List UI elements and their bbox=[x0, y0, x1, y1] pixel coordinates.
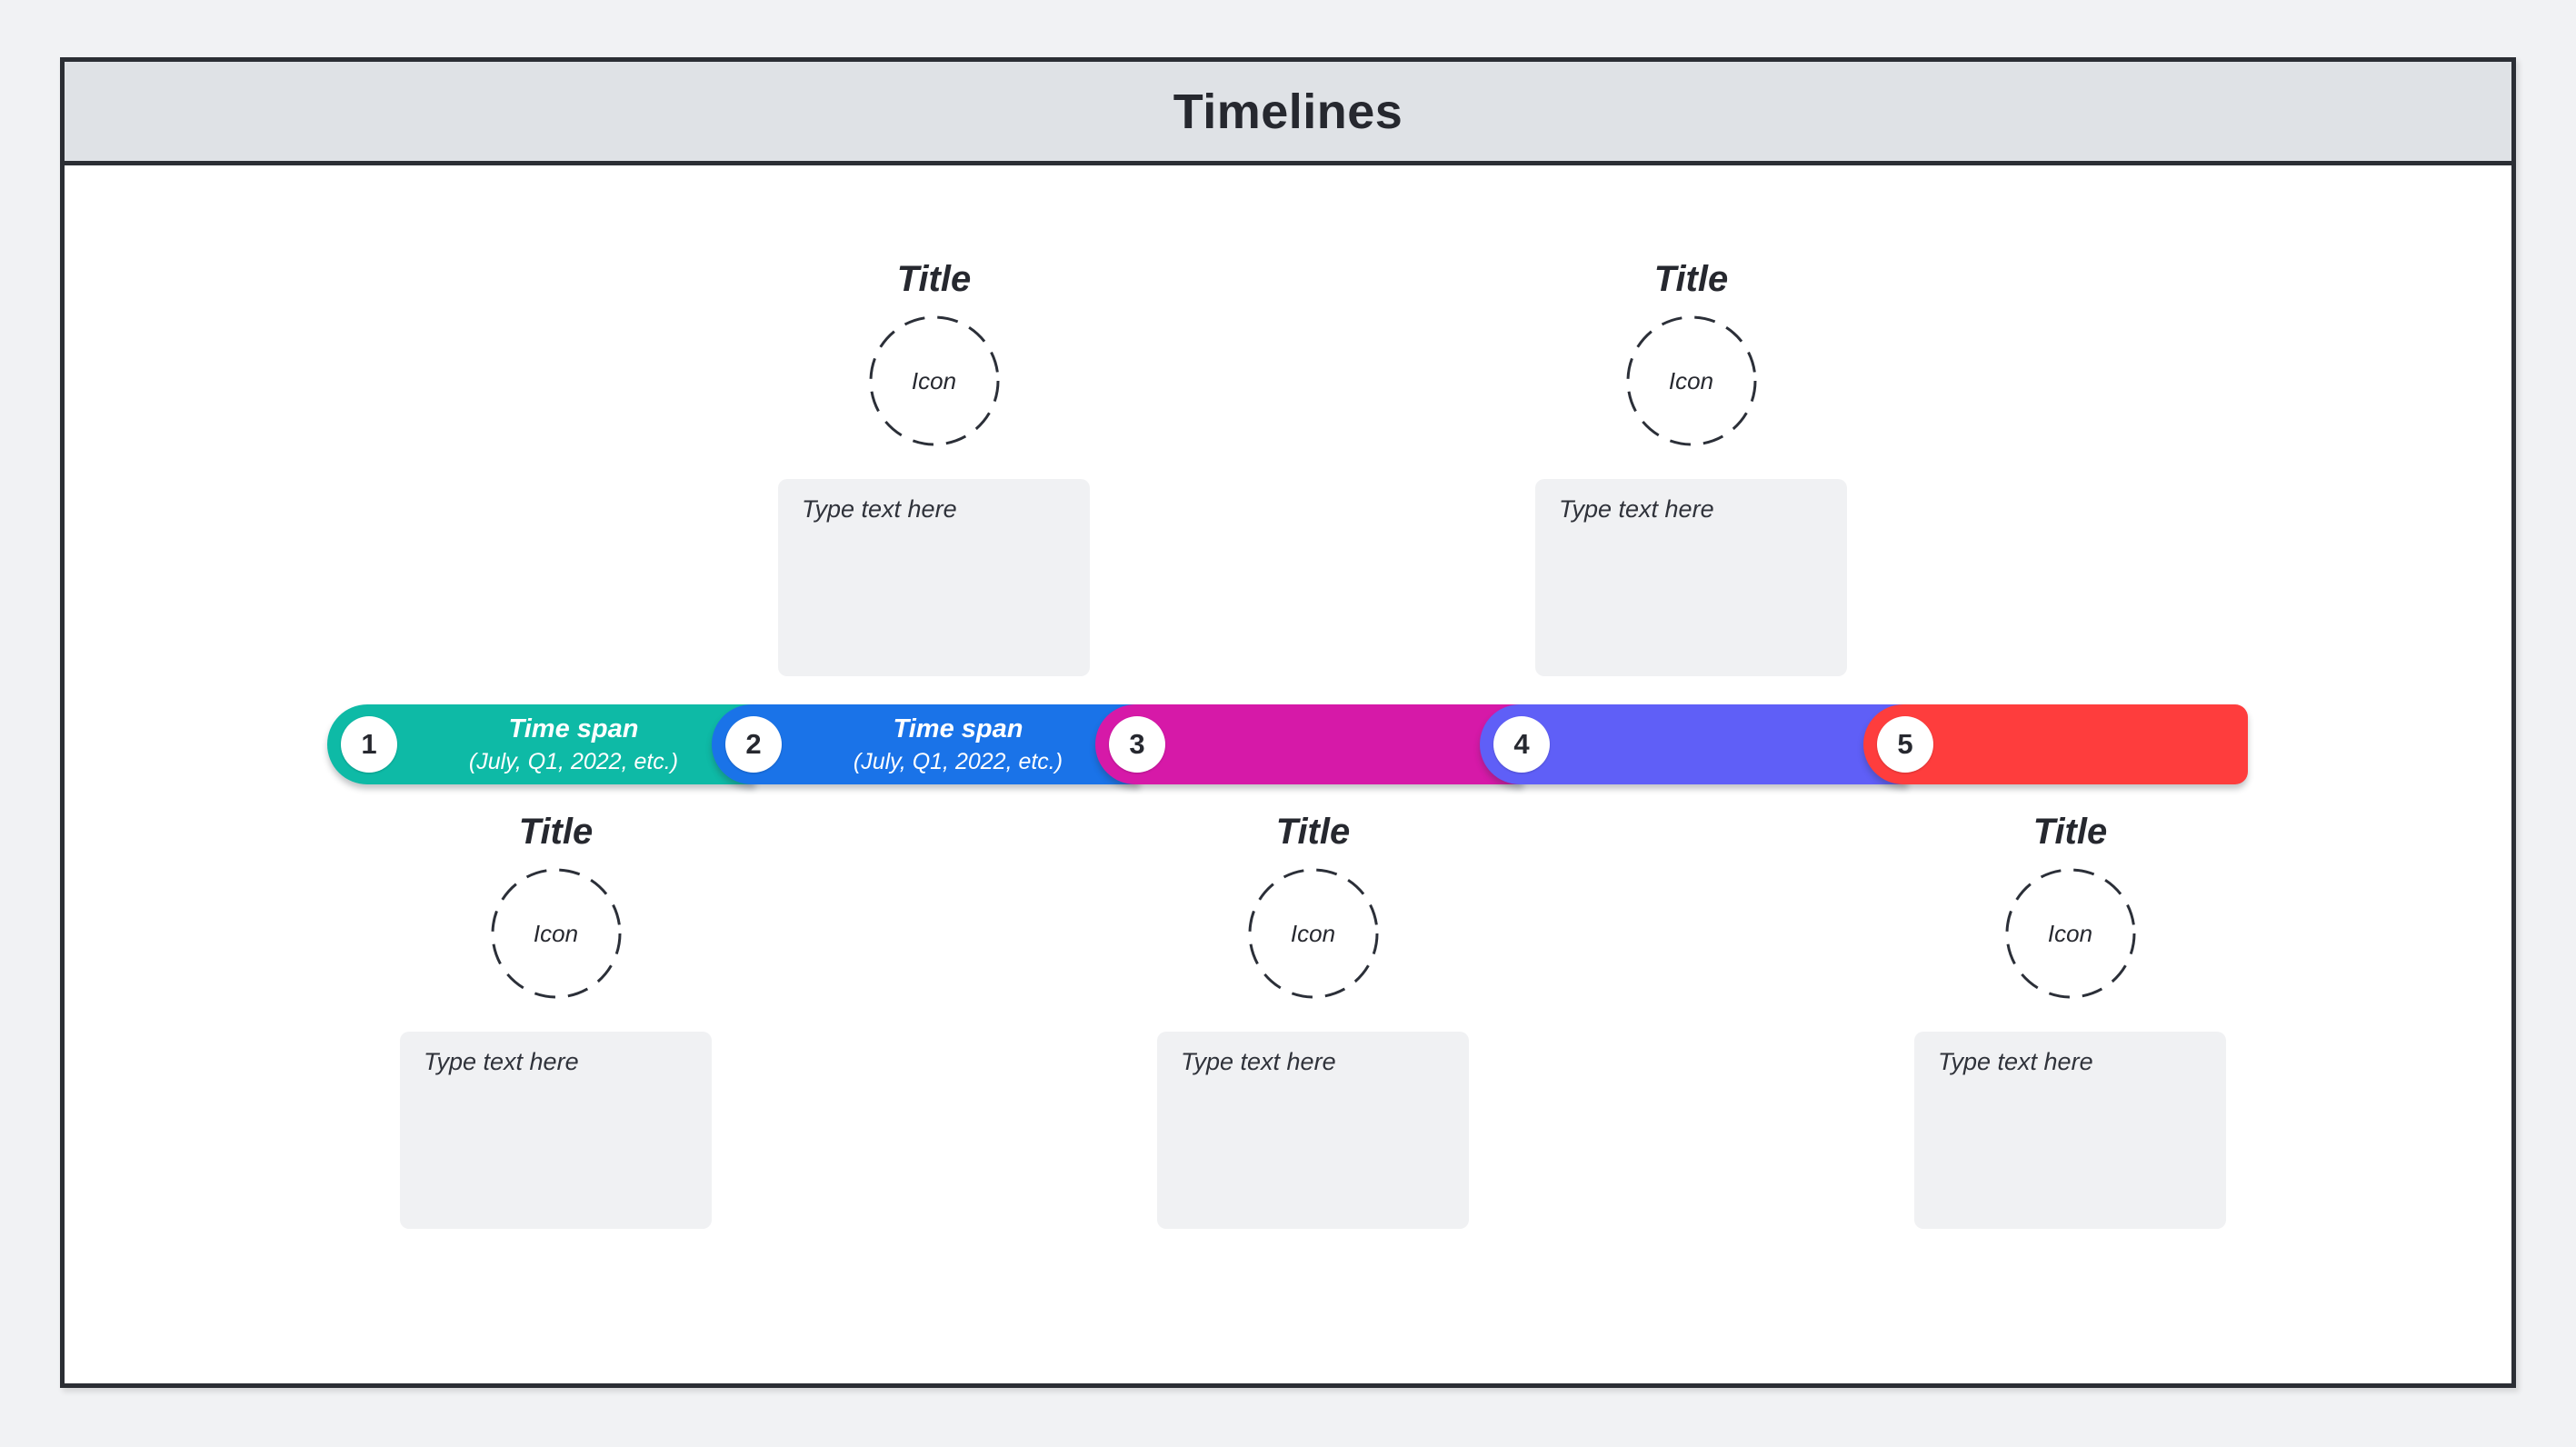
text-placeholder-label: Type text here bbox=[1938, 1048, 2093, 1075]
milestone-title[interactable]: Title bbox=[1653, 259, 1729, 299]
icon-placeholder[interactable]: Icon bbox=[1626, 315, 1757, 446]
dashed-circle-icon bbox=[2005, 868, 2135, 999]
dashed-circle-icon bbox=[869, 315, 999, 446]
page-title: Timelines bbox=[1173, 84, 1403, 139]
time-span-sublabel[interactable]: (July, Q1, 2022, etc.) bbox=[468, 748, 679, 774]
dashed-circle-icon bbox=[1248, 868, 1378, 999]
timeline-segment-4[interactable]: 4 bbox=[1480, 704, 1908, 784]
text-placeholder-label: Type text here bbox=[1559, 495, 1714, 523]
dashed-circle-icon bbox=[1626, 315, 1756, 446]
segment-number-badge-3: 3 bbox=[1109, 716, 1165, 773]
timeline-segment-3[interactable]: 3 bbox=[1095, 704, 1523, 784]
icon-placeholder[interactable]: Icon bbox=[491, 868, 622, 999]
timeline-segment-2[interactable]: 2 Time span (July, Q1, 2022, etc.) bbox=[712, 704, 1140, 784]
milestone-title[interactable]: Title bbox=[2032, 812, 2108, 852]
segment-number-badge-4: 4 bbox=[1493, 716, 1550, 773]
text-placeholder-box[interactable]: Type text here bbox=[778, 479, 1090, 676]
milestone-4: Title Icon Type text here bbox=[1535, 257, 1847, 676]
milestone-title[interactable]: Title bbox=[1275, 812, 1351, 852]
time-span-sublabel[interactable]: (July, Q1, 2022, etc.) bbox=[853, 748, 1063, 774]
text-placeholder-label: Type text here bbox=[1181, 1048, 1336, 1075]
timeline-segment-1[interactable]: 1 Time span (July, Q1, 2022, etc.) bbox=[327, 704, 755, 784]
text-placeholder-label: Type text here bbox=[802, 495, 957, 523]
dashed-circle-icon bbox=[491, 868, 621, 999]
text-placeholder-box[interactable]: Type text here bbox=[1914, 1032, 2226, 1229]
milestone-2: Title Icon Type text here bbox=[778, 257, 1090, 676]
segment-number-badge-2: 2 bbox=[725, 716, 782, 773]
icon-placeholder-label: Icon bbox=[911, 366, 957, 394]
icon-placeholder-label: Icon bbox=[533, 919, 579, 947]
milestone-5: Title Icon Type text here bbox=[1914, 810, 2226, 1229]
milestone-3: Title Icon Type text here bbox=[1157, 810, 1469, 1229]
segment-text-1: Time span (July, Q1, 2022, etc.) bbox=[397, 704, 750, 784]
text-placeholder-box[interactable]: Type text here bbox=[1535, 479, 1847, 676]
segment-number-badge-1: 1 bbox=[341, 716, 397, 773]
icon-placeholder-label: Icon bbox=[1290, 919, 1336, 947]
text-placeholder-box[interactable]: Type text here bbox=[400, 1032, 712, 1229]
time-span-label[interactable]: Time span bbox=[893, 714, 1023, 744]
text-placeholder-box[interactable]: Type text here bbox=[1157, 1032, 1469, 1229]
text-placeholder-label: Type text here bbox=[424, 1048, 579, 1075]
icon-placeholder[interactable]: Icon bbox=[869, 315, 1000, 446]
timeline-segment-5[interactable]: 5 bbox=[1863, 704, 2248, 784]
icon-placeholder-label: Icon bbox=[2047, 919, 2093, 947]
icon-placeholder[interactable]: Icon bbox=[1248, 868, 1379, 999]
milestone-1: Title Icon Type text here bbox=[400, 810, 712, 1229]
icon-placeholder-label: Icon bbox=[1668, 366, 1714, 394]
milestone-title[interactable]: Title bbox=[896, 259, 972, 299]
timeline-bar: 1 Time span (July, Q1, 2022, etc.) 2 Tim… bbox=[327, 704, 2248, 784]
slide-header: Timelines bbox=[65, 62, 2511, 165]
segment-number-badge-5: 5 bbox=[1877, 716, 1933, 773]
time-span-label[interactable]: Time span bbox=[508, 714, 639, 744]
milestone-title[interactable]: Title bbox=[518, 812, 594, 852]
icon-placeholder[interactable]: Icon bbox=[2005, 868, 2136, 999]
segment-text-2: Time span (July, Q1, 2022, etc.) bbox=[782, 704, 1134, 784]
